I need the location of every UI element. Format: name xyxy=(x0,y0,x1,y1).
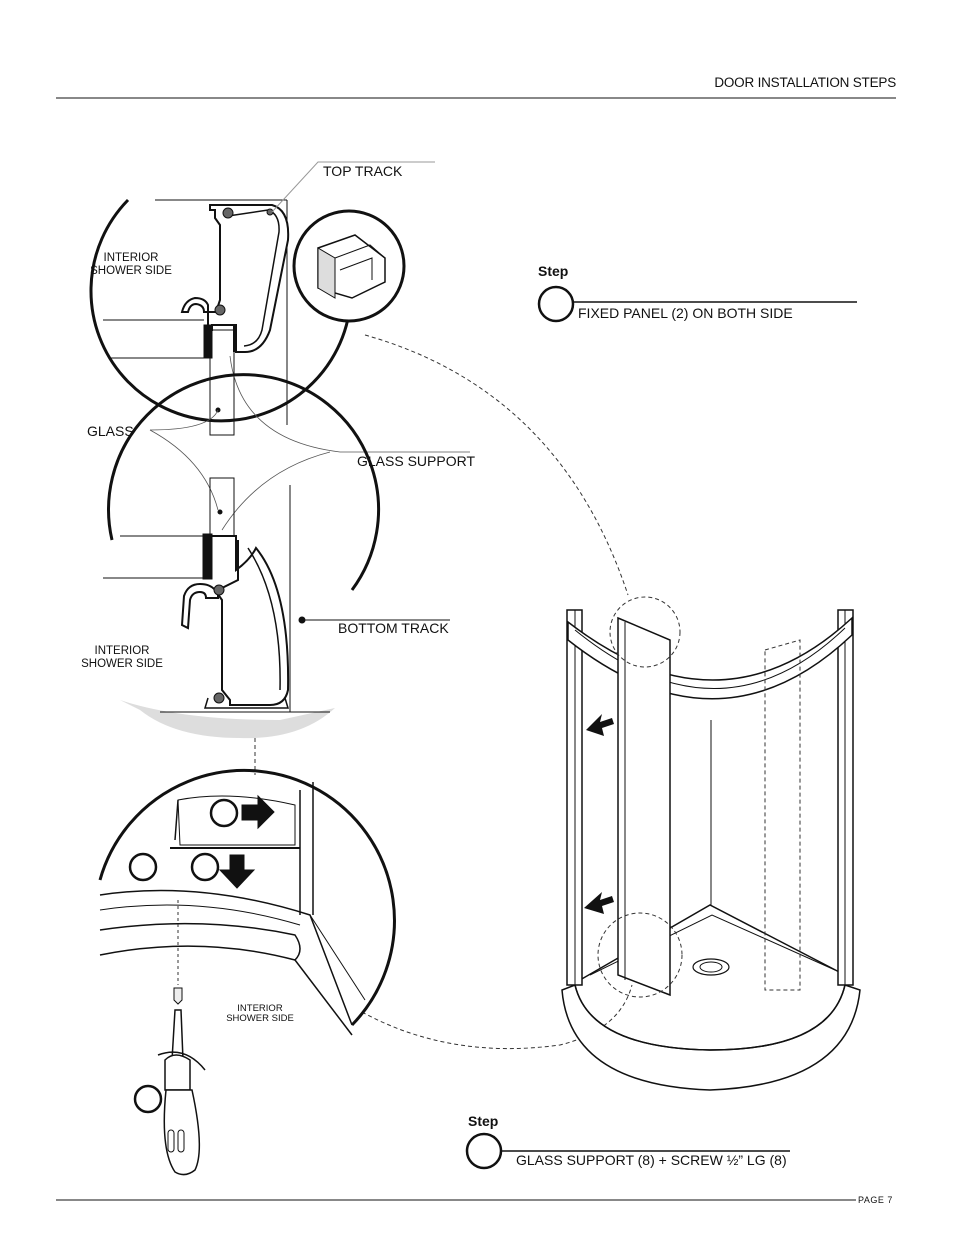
label-glass-support: GLASS SUPPORT xyxy=(357,453,476,469)
shower-enclosure xyxy=(561,596,861,1091)
label-interior-shower-side-2: INTERIOR SHOWER SIDE xyxy=(81,645,163,670)
label-glass: GLASS xyxy=(87,423,134,439)
label-bottom-track: BOTTOM TRACK xyxy=(338,620,449,636)
top-track-detail xyxy=(89,198,353,436)
step-2-heading: Step xyxy=(468,1113,499,1129)
install-detail xyxy=(98,768,396,1176)
label-interior-shower-side-1: INTERIOR SHOWER SIDE xyxy=(90,252,172,277)
header-title: DOOR INSTALLATION STEPS xyxy=(714,75,896,90)
step-1-marker xyxy=(537,285,857,323)
bottom-track-detail xyxy=(103,373,450,739)
step-1-text: FIXED PANEL (2) ON BOTH SIDE xyxy=(578,305,793,321)
page-number: PAGE 7 xyxy=(858,1195,893,1205)
step-2-text: GLASS SUPPORT (8) + SCREW ½” LG (8) xyxy=(516,1152,787,1168)
step-2-marker xyxy=(465,1132,790,1170)
track-inset xyxy=(292,209,406,323)
label-interior-shower-side-3: INTERIOR SHOWER SIDE xyxy=(226,1003,294,1024)
label-top-track: TOP TRACK xyxy=(323,163,403,179)
step-1-heading: Step xyxy=(538,263,569,279)
